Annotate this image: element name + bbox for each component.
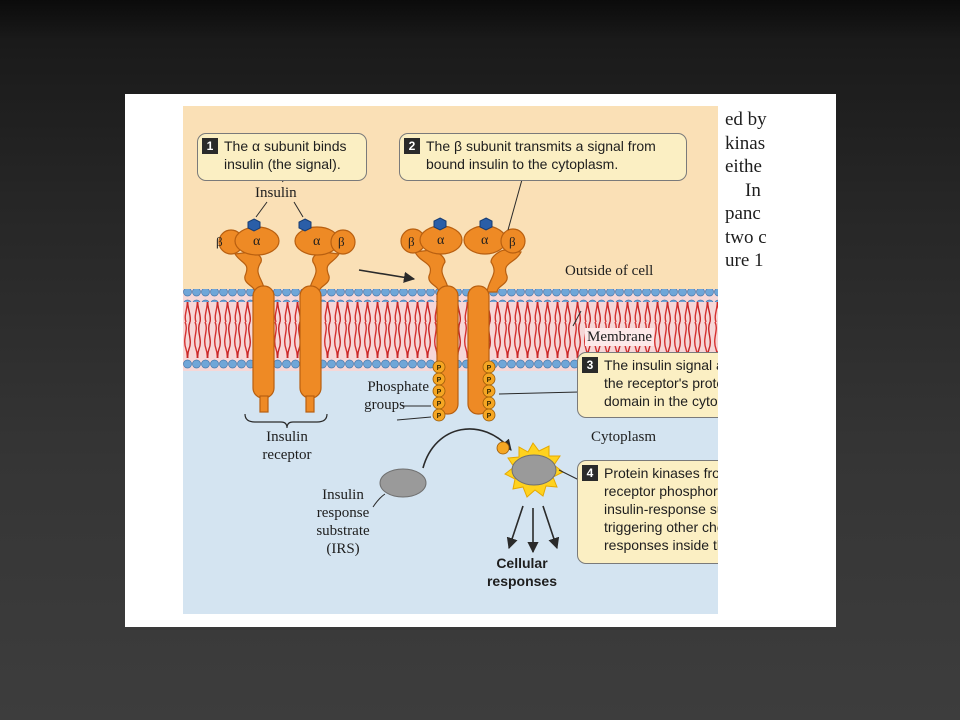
insulin-receptor-unbound bbox=[234, 251, 340, 413]
insulin-receptor-figure: P P P P P P P P P P P bbox=[183, 106, 718, 614]
callout-1: 1 The α subunit binds insulin (the signa… bbox=[197, 133, 367, 181]
phosphate-p-6: P bbox=[487, 365, 492, 372]
callout-3-line-3: domain in the cytoplasm. bbox=[604, 393, 718, 409]
receptor-line-1: Insulin bbox=[266, 429, 308, 445]
cellular-responses-label: Cellular responses bbox=[483, 554, 561, 590]
phosphate-p-2: P bbox=[437, 377, 442, 384]
slide: P P P P P P P P P P P bbox=[125, 94, 836, 627]
phosphate-p-7: P bbox=[487, 377, 492, 384]
page-body-text: ed by kinas eithe In panc two c ure 1 bbox=[725, 108, 836, 308]
insulin-receptor-label: Insulin receptor bbox=[249, 428, 325, 464]
phosphate-p-8: P bbox=[487, 389, 492, 396]
callout-2: 2 The β subunit transmits a signal from … bbox=[399, 133, 687, 181]
callout-2-line-2: bound insulin to the cytoplasm. bbox=[426, 156, 619, 172]
alpha-beta-subunits-right bbox=[400, 225, 526, 255]
callout-1-line-1: The α subunit binds bbox=[224, 138, 347, 154]
phosphate-line-1: Phosphate bbox=[367, 379, 429, 395]
alpha-right-2: α bbox=[481, 233, 489, 248]
phosphate-p-3: P bbox=[437, 389, 442, 396]
activation-arrow bbox=[358, 269, 416, 283]
irs-line-1: Insulin bbox=[322, 487, 364, 503]
page-text-line-2: kinas bbox=[725, 132, 766, 154]
page-text-line-1: ed by bbox=[725, 109, 767, 130]
phosphate-p-4: P bbox=[437, 401, 442, 408]
alpha-right-1: α bbox=[437, 233, 445, 248]
callout-3-line-2: the receptor's protein kinase bbox=[604, 375, 718, 391]
irs-line-4: (IRS) bbox=[326, 541, 360, 557]
callout-4-line-5: responses inside the cell. bbox=[604, 537, 718, 553]
callout-3-number: 3 bbox=[582, 357, 598, 373]
beta-left-inner: β bbox=[338, 234, 345, 249]
beta-right-inner: β bbox=[509, 234, 516, 249]
irs-substrate bbox=[379, 468, 427, 498]
outside-of-cell-label: Outside of cell bbox=[565, 263, 654, 279]
cellular-line-1: Cellular bbox=[496, 555, 548, 571]
callout-2-line-1: The β subunit transmits a signal from bbox=[426, 138, 656, 154]
alpha-left-1: α bbox=[253, 234, 261, 249]
page-text-line-7: ure 1 bbox=[725, 250, 764, 271]
beta-left-outer: β bbox=[216, 234, 223, 249]
callout-2-number: 2 bbox=[404, 138, 420, 154]
cellular-line-2: responses bbox=[486, 573, 558, 589]
beta-right-outer: β bbox=[408, 234, 415, 249]
cytoplasm-label: Cytoplasm bbox=[591, 429, 657, 445]
phosphate-p-9: P bbox=[487, 401, 492, 408]
phosphate-groups-left-chain bbox=[432, 360, 446, 422]
cellular-response-arrows bbox=[506, 505, 560, 554]
callout-1-number: 1 bbox=[202, 138, 218, 154]
alpha-beta-subunits-left bbox=[218, 226, 356, 256]
phosphate-p-10: P bbox=[487, 413, 492, 420]
phosphate-groups-label: Phosphate groups bbox=[351, 378, 429, 414]
alpha-left-2: α bbox=[313, 234, 321, 249]
activated-substrate bbox=[496, 441, 564, 498]
page-text-line-6: two c bbox=[725, 226, 767, 248]
page-text-line-3: eithe bbox=[725, 156, 762, 177]
irs-line-2: response bbox=[316, 505, 370, 521]
receptor-bracket bbox=[244, 413, 328, 429]
callout-3: 3 The insulin signal activates the recep… bbox=[577, 352, 718, 418]
irs-pointer-line bbox=[372, 493, 386, 508]
callout-4: 4 Protein kinases from the receptor phos… bbox=[577, 460, 718, 564]
callout-3-line-1: The insulin signal activates bbox=[604, 357, 718, 373]
callout-4-line-1: Protein kinases from the bbox=[604, 465, 718, 481]
receptor-line-2: receptor bbox=[262, 447, 312, 463]
callout-4-line-4: triggering other chemical bbox=[604, 519, 718, 535]
membrane-label: Membrane bbox=[585, 328, 654, 346]
irs-label: Insulin response substrate (IRS) bbox=[305, 486, 381, 558]
phosphate-p-1: P bbox=[437, 365, 442, 372]
page-text-line-5: panc bbox=[725, 203, 761, 224]
phosphorylation-arrow bbox=[422, 428, 512, 469]
phosphate-p-5: P bbox=[437, 413, 442, 420]
insulin-molecules-bound bbox=[433, 217, 493, 231]
callout-1-line-2: insulin (the signal). bbox=[224, 156, 341, 172]
phosphate-line-2: groups bbox=[364, 397, 405, 413]
insulin-label: Insulin bbox=[255, 185, 297, 201]
irs-line-3: substrate bbox=[316, 523, 370, 539]
callout-4-number: 4 bbox=[582, 465, 598, 481]
phosphate-groups-right-chain bbox=[482, 360, 496, 422]
insulin-molecules-free bbox=[247, 201, 312, 232]
page-text-line-4: In bbox=[745, 179, 761, 201]
callout-4-line-3: insulin-response substrates, bbox=[604, 501, 718, 517]
callout-4-line-2: receptor phosphorylate bbox=[604, 483, 718, 499]
